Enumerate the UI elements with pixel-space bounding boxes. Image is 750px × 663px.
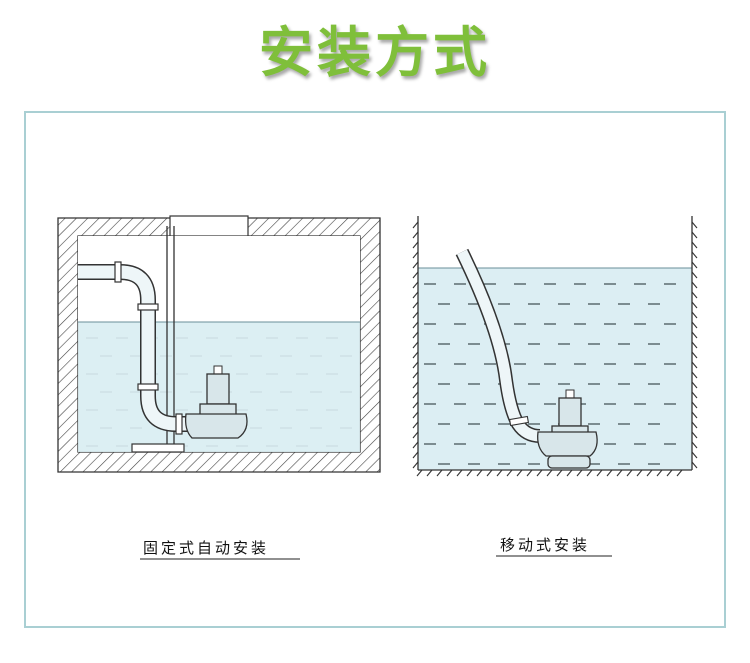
caption-fixed-installation: 固定式自动安装 (143, 539, 269, 557)
mobile-installation-drawing (412, 216, 698, 477)
fixed-installation-drawing (57, 215, 381, 473)
fixed-pump (184, 365, 248, 439)
page-title: 安装方式 (259, 21, 491, 84)
caption-mobile-installation: 移动式安装 (500, 536, 590, 554)
mobile-pump (537, 389, 598, 469)
